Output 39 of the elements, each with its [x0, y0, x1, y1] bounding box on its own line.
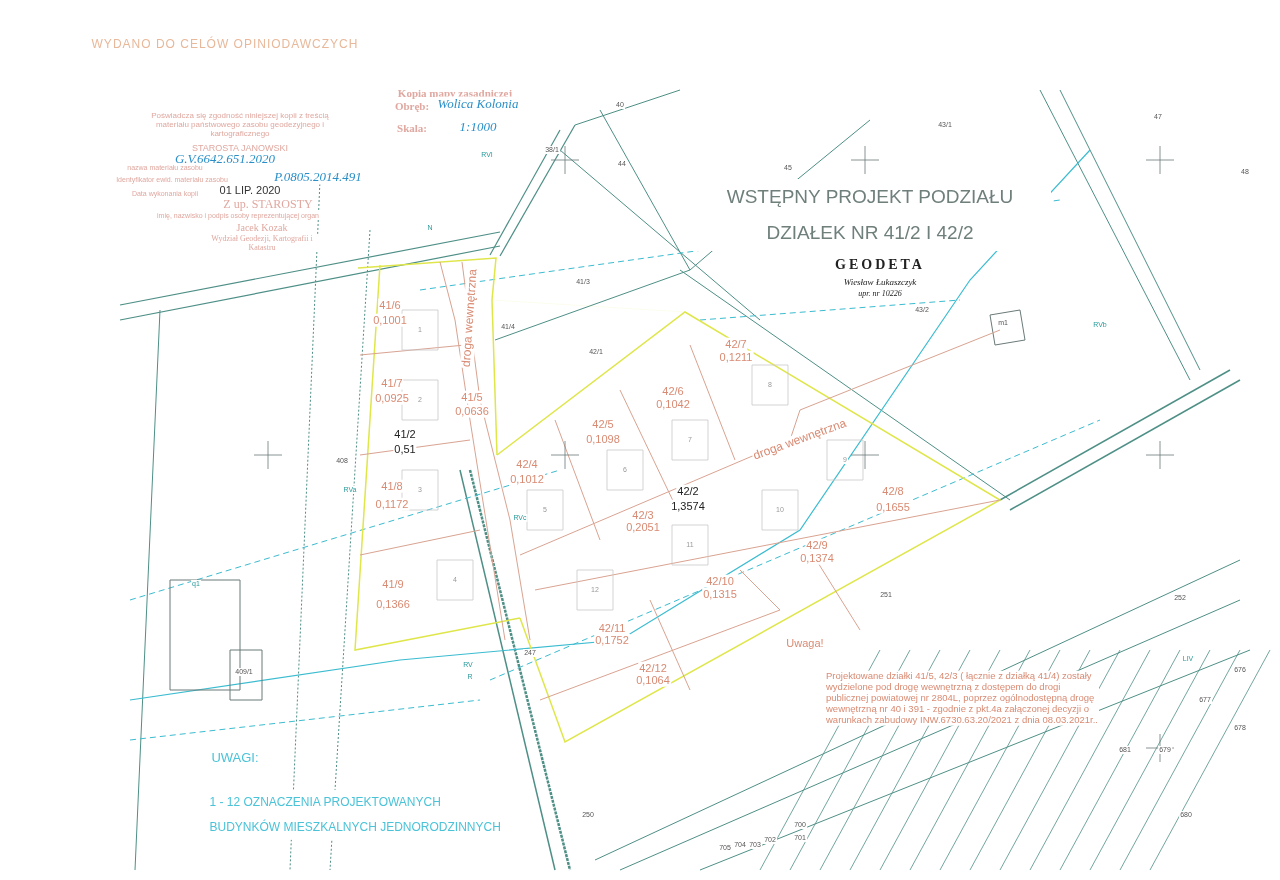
parcel-area: 0,1315 — [702, 587, 738, 601]
stamp-text: upr. nr 10226 — [857, 289, 903, 299]
parcel-number: 41/5 — [460, 390, 484, 404]
parcel-number: 42/3 — [631, 508, 655, 522]
parcel-area: 0,1655 — [875, 500, 911, 514]
parcel-area: 0,2051 — [625, 520, 661, 534]
parcel-number: 42/4 — [515, 457, 539, 471]
parcel-area: 0,0636 — [454, 404, 490, 418]
stamp-text: Wiesław Łukaszczyk — [842, 276, 918, 288]
parcel-number: 42/10 — [705, 574, 735, 588]
parcel-number: 41/8 — [380, 479, 404, 493]
parcel-number: 42/5 — [591, 417, 615, 431]
parcel-area: 0,0925 — [374, 391, 410, 405]
note-heading: Uwaga! — [785, 636, 825, 650]
parcel-number: 42/8 — [881, 484, 905, 498]
map-title: WSTĘPNY PROJEKT PODZIAŁU DZIAŁEK NR 41/2 I 42/2 — [689, 179, 1051, 251]
parcel-area: 0,51 — [393, 442, 417, 456]
parcel-area: 0,1211 — [718, 350, 754, 364]
parcel-area: 0,1374 — [799, 551, 835, 565]
parcel-area: 0,1172 — [374, 497, 410, 511]
parcel-number: 41/2 — [393, 427, 417, 441]
stamp-text: Z up. STAROSTY — [222, 198, 314, 212]
parcel-area: 0,1366 — [375, 597, 411, 611]
parcel-area: 0,1001 — [372, 313, 408, 327]
road-label: droga wewnętrzna — [459, 267, 481, 369]
parcel-number: 42/7 — [724, 337, 748, 351]
date-stamp: 01 LIP. 2020 — [218, 183, 282, 197]
parcel-number: 41/6 — [378, 298, 402, 312]
stamp-text: Jacek Kozak — [235, 222, 289, 234]
parcel-number: 42/6 — [661, 384, 685, 398]
parcel-area: 1,3574 — [670, 499, 706, 513]
parcel-area: 0,1042 — [655, 397, 691, 411]
note-text: Projektowane działki 41/5, 42/3 ( łącznie z działką 41/4) zostały wydzielone pod drogę wewnętrzną z dostępem do drogi publicznej powiatowej nr 2804L, poprzez ogólnodostępną drogę wewnętrzną nr 40 i 391 - zgodnie z pkt.4a załączonej decyzji o warunkach zabudowy INW.6730.63.20/2021 z dnia 08.03.2021r.. — [825, 670, 1099, 726]
parcel-area: 0,1098 — [585, 432, 621, 446]
parcel-number: 42/2 — [676, 484, 700, 498]
parcel-number: 41/7 — [380, 376, 404, 390]
parcel-number: 41/9 — [381, 577, 405, 591]
parcel-number: 42/9 — [805, 538, 829, 552]
parcel-area: 0,1012 — [509, 472, 545, 486]
